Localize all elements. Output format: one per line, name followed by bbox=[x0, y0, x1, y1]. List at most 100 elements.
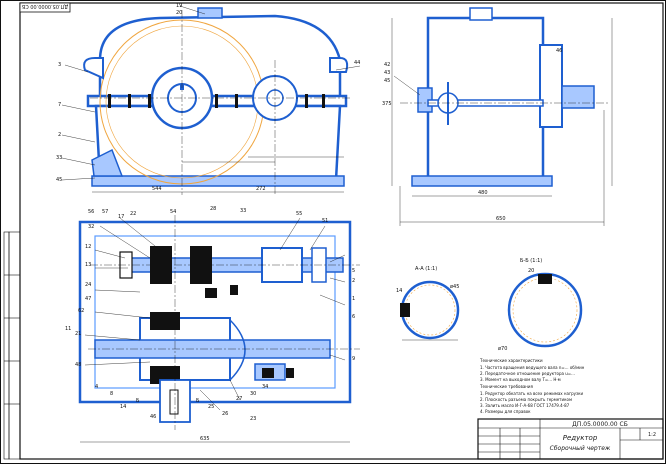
left-margin-stamps bbox=[3, 231, 21, 460]
callout-3: 3 bbox=[58, 62, 61, 68]
callout-45: 45 bbox=[56, 177, 62, 183]
side-foot bbox=[411, 175, 553, 187]
section-mark-b-left: Б bbox=[136, 398, 140, 404]
pcallout-48: 48 bbox=[75, 362, 81, 368]
callout-44: 44 bbox=[354, 60, 360, 66]
callout-2: 2 bbox=[58, 132, 61, 138]
drawing-frame bbox=[19, 2, 664, 460]
side-dim-375: 375 bbox=[382, 101, 392, 107]
front-dim-half: 272 bbox=[256, 186, 266, 192]
pcallout-57: 57 bbox=[102, 209, 108, 215]
tech-cond-4: 4. Размеры для справок bbox=[480, 409, 531, 414]
title-block-subtitle: Сборочный чертеж bbox=[550, 445, 611, 452]
title-block-scale: 1:2 bbox=[648, 432, 656, 438]
flange-bolts bbox=[108, 94, 325, 108]
seals bbox=[205, 285, 294, 378]
tech-cond-title: Технические требования bbox=[479, 384, 534, 389]
output-shaft-side bbox=[561, 85, 595, 109]
pcallout-47: 47 bbox=[85, 296, 91, 302]
side-view: 480 650 375 42 43 45 46 bbox=[382, 7, 613, 226]
pcallout-32: 32 bbox=[88, 224, 94, 230]
pcallout-11: 11 bbox=[65, 326, 71, 332]
pcallout-56: 56 bbox=[88, 209, 94, 215]
bearing-right-upper bbox=[190, 246, 212, 284]
section-mark-b-right: Б bbox=[196, 398, 200, 404]
housing-cover bbox=[98, 14, 342, 102]
callout-19: 19 bbox=[176, 3, 182, 9]
pcallout-25: 25 bbox=[208, 404, 214, 410]
section-a-dia: ø45 bbox=[450, 284, 459, 290]
key-slot bbox=[169, 389, 179, 415]
callout-46-side: 46 bbox=[556, 48, 562, 54]
callout-7: 7 bbox=[58, 102, 61, 108]
plan-callouts: 56 57 32 17 22 54 55 51 28 33 5 2 1 9 12… bbox=[65, 206, 355, 422]
pcallout-28: 28 bbox=[210, 206, 216, 212]
pcallout-14: 14 bbox=[120, 404, 126, 410]
tech-cond-1: 1. Редуктор обкатать на всех режимах наг… bbox=[480, 391, 584, 396]
housing-foot bbox=[91, 175, 345, 187]
tech-char-title: Технические характеристики bbox=[479, 358, 543, 363]
pcallout-33: 33 bbox=[240, 208, 246, 214]
tech-char-2: 2. Передаточное отношение редуктора u=..… bbox=[480, 371, 575, 376]
pcallout-55: 55 bbox=[296, 211, 302, 217]
callout-42: 42 bbox=[384, 62, 390, 68]
front-dim-width: 544 bbox=[152, 186, 162, 192]
title-block-name: Редуктор bbox=[563, 434, 598, 442]
plan-dim-width: 635 bbox=[200, 436, 210, 442]
pcallout-30: 30 bbox=[250, 391, 256, 397]
lifting-eye-right bbox=[329, 57, 349, 73]
plan-callout-lines bbox=[84, 217, 346, 411]
pcallout-12: 12 bbox=[85, 244, 91, 250]
pcallout-9: 9 bbox=[352, 356, 355, 362]
pcallout-46: 46 bbox=[150, 414, 156, 420]
pcallout-8: 8 bbox=[110, 391, 113, 397]
callout-20: 20 bbox=[176, 10, 182, 16]
callout-45-side: 45 bbox=[384, 78, 390, 84]
pcallout-23: 23 bbox=[250, 416, 256, 422]
section-b-dia: ø70 bbox=[498, 346, 507, 352]
vent-plug bbox=[197, 7, 223, 19]
pcallout-34: 34 bbox=[262, 384, 268, 390]
pcallout-13: 13 bbox=[85, 262, 91, 268]
tech-char-1: 1. Частота вращения ведущего вала n=... … bbox=[480, 365, 585, 370]
pcallout-1: 1 bbox=[352, 296, 355, 302]
pcallout-62: 62 bbox=[78, 308, 84, 314]
pcallout-2: 2 bbox=[352, 278, 355, 284]
pcallout-54: 54 bbox=[170, 209, 176, 215]
section-a-a: А-А (1:1) 14 ø45 bbox=[396, 266, 459, 341]
side-flange bbox=[539, 44, 563, 128]
bearing-left-lower bbox=[150, 312, 180, 330]
section-b-title: Б-Б (1:1) bbox=[520, 258, 542, 264]
pcallout-24: 24 bbox=[85, 282, 91, 288]
callout-43: 43 bbox=[384, 70, 390, 76]
tech-cond-3: 3. Залить масло И-Г-А-68 ГОСТ 17479.4-87 bbox=[480, 403, 570, 408]
pcallout-4: 4 bbox=[95, 384, 98, 390]
oil-drain bbox=[91, 148, 124, 177]
title-block bbox=[477, 418, 664, 460]
pcallout-5: 5 bbox=[352, 268, 355, 274]
side-dim-650: 650 bbox=[496, 216, 506, 222]
pcallout-22: 22 bbox=[130, 211, 136, 217]
front-callout-lines bbox=[61, 5, 361, 181]
gear-hub-arc bbox=[229, 319, 246, 381]
pcallout-51: 51 bbox=[322, 218, 328, 224]
pcallout-26: 26 bbox=[222, 411, 228, 417]
stamp-code: ДП.05.0000.00 СБ bbox=[21, 3, 68, 9]
side-top-plug bbox=[469, 7, 493, 21]
lifting-eye-left bbox=[83, 57, 104, 80]
front-view: 544 272 19 20 3 7 2 33 45 44 bbox=[56, 3, 360, 195]
tech-cond-2: 2. Плоскость разъема покрыть герметиком bbox=[480, 397, 572, 402]
title-block-code: ДП.05.0000.00 СБ bbox=[572, 421, 628, 428]
pcallout-21: 21 bbox=[75, 331, 81, 337]
top-left-stamp: ДП.05.0000.00 СБ bbox=[19, 2, 71, 13]
notes-block: Технические характеристики 1. Частота вр… bbox=[479, 358, 585, 414]
section-b-b: Б-Б (1:1) 20 ø70 bbox=[498, 258, 583, 352]
pcallout-27: 27 bbox=[236, 396, 242, 402]
pcallout-6: 6 bbox=[352, 314, 355, 320]
side-dim-480: 480 bbox=[478, 190, 488, 196]
plan-view: 635 Б Б 56 57 32 17 22 54 55 51 28 33 5 bbox=[65, 206, 360, 443]
pcallout-17: 17 bbox=[118, 214, 124, 220]
callout-33: 33 bbox=[56, 155, 62, 161]
section-b-key: 20 bbox=[528, 268, 534, 274]
